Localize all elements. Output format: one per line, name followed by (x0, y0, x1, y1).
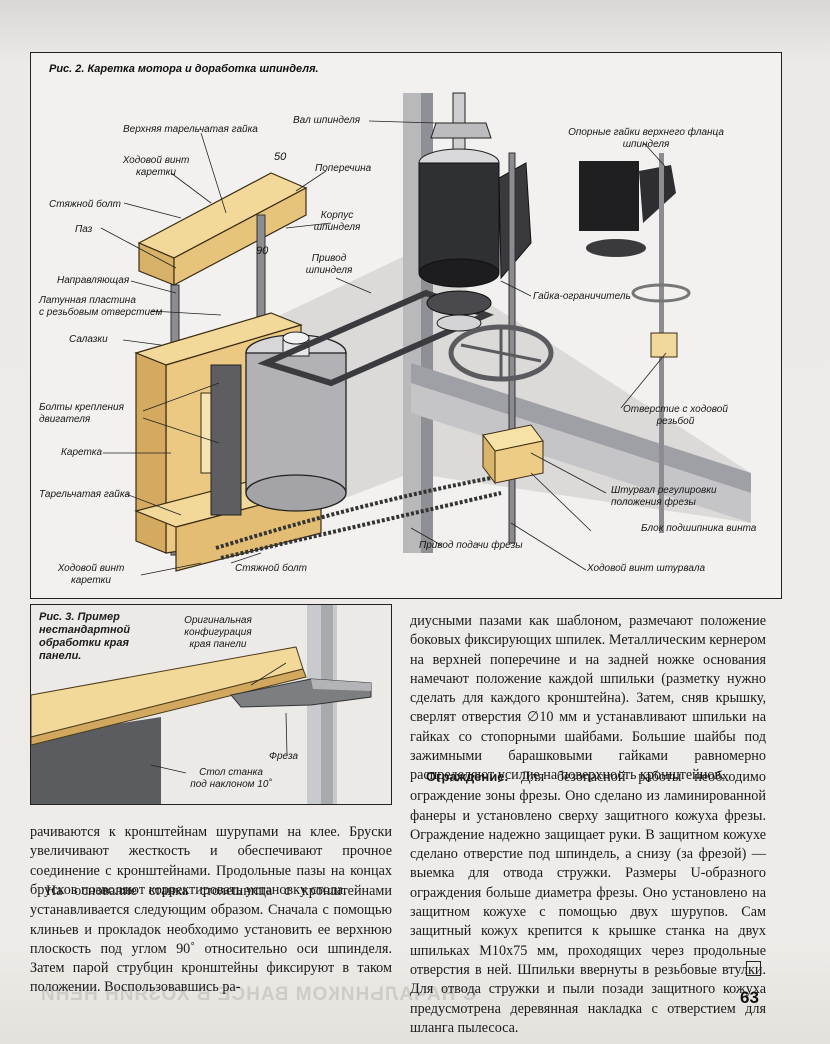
label-spindle-housing: Корпус шпинделя (313, 210, 361, 233)
label-brass-plate: Латунная пластина с резьбовым отверстием (39, 295, 163, 318)
label-slot: Паз (75, 224, 93, 235)
label-bearing-block: Блок подшипника винта (641, 523, 757, 534)
label-handwheel-screw: Ходовой винт штурвала (587, 563, 706, 574)
end-of-article-mark (746, 961, 761, 976)
label-upper-nut: Верхняя тарельчатая гайка (123, 124, 258, 135)
label-cutter: Фреза (269, 751, 299, 762)
figure-2-illustration (100, 92, 751, 576)
label-slides: Салазки (69, 334, 108, 345)
label-carriage-screw-top: Ходовой винт каретки (122, 155, 190, 178)
label-motor-bolts: Болты крепления двигателя (39, 402, 124, 425)
col1-paragraph-2: На основание станка столешница с кронште… (30, 883, 392, 996)
label-threaded-hole: Отверстие с ходовой резьбой (623, 404, 728, 427)
label-tilted-table: Стол станка под наклоном 10˚ (190, 767, 272, 790)
figure-3-illustration (31, 605, 391, 804)
label-carriage-screw-bottom: Ходовой винт каретки (57, 563, 125, 586)
bearing-block (482, 424, 544, 485)
leader-lines (100, 120, 672, 576)
dimension-50: 50 (274, 151, 287, 163)
label-original-edge: Оригинальная конфигурация края панели (184, 615, 252, 650)
guard-heading: Ограждение. (426, 769, 509, 784)
figure-2: Рис. 2. Каретка мотора и доработка шпинд… (30, 52, 782, 599)
col2-paragraph-2: Ограждение. Для безопасной работы необхо… (410, 767, 766, 1038)
handwheel (448, 324, 554, 382)
label-tie-bolt-bottom: Стяжной болт (235, 563, 308, 574)
chain (215, 476, 502, 560)
label-limit-nut: Гайка-ограничитель (533, 291, 631, 302)
label-guide: Направляющая (57, 275, 130, 286)
dimension-90: 90 (256, 245, 269, 257)
label-carriage: Каретка (61, 447, 103, 458)
col1-paragraph-1: рачиваются к кронштейнам шурупами на кле… (30, 824, 392, 898)
label-spindle-shaft: Вал шпинделя (293, 115, 361, 126)
label-plate-nut: Тарельчатая гайка (39, 489, 131, 500)
spindle-housing (418, 92, 532, 544)
figure-2-title: Рис. 2. Каретка мотора и доработка шпинд… (49, 63, 319, 75)
inset-spindle-detail (579, 153, 691, 533)
motor (245, 331, 347, 512)
page-number: 63 (740, 988, 759, 1007)
label-feed-drive: Привод подачи фрезы (419, 540, 523, 551)
label-crossbar: Поперечина (315, 163, 372, 174)
col2-paragraph-1: диусными пазами как шаблоном, размечают … (410, 613, 766, 784)
drive-belt (257, 289, 495, 387)
label-handwheel: Штурвал регулировки положения фрезы (611, 485, 717, 508)
guard-text: Для безопасной работы необходимо огражде… (410, 769, 766, 1036)
label-support-nuts: Опорные гайки верхнего фланца шпинделя (568, 127, 724, 150)
label-tie-bolt-top: Стяжной болт (49, 199, 122, 210)
figure-3-title: Рис. 3. Пример нестандартной обработки к… (39, 611, 131, 662)
label-spindle-drive: Привод шпинделя (305, 253, 353, 276)
figure-3: Рис. 3. Пример нестандартной обработки к… (30, 604, 392, 805)
